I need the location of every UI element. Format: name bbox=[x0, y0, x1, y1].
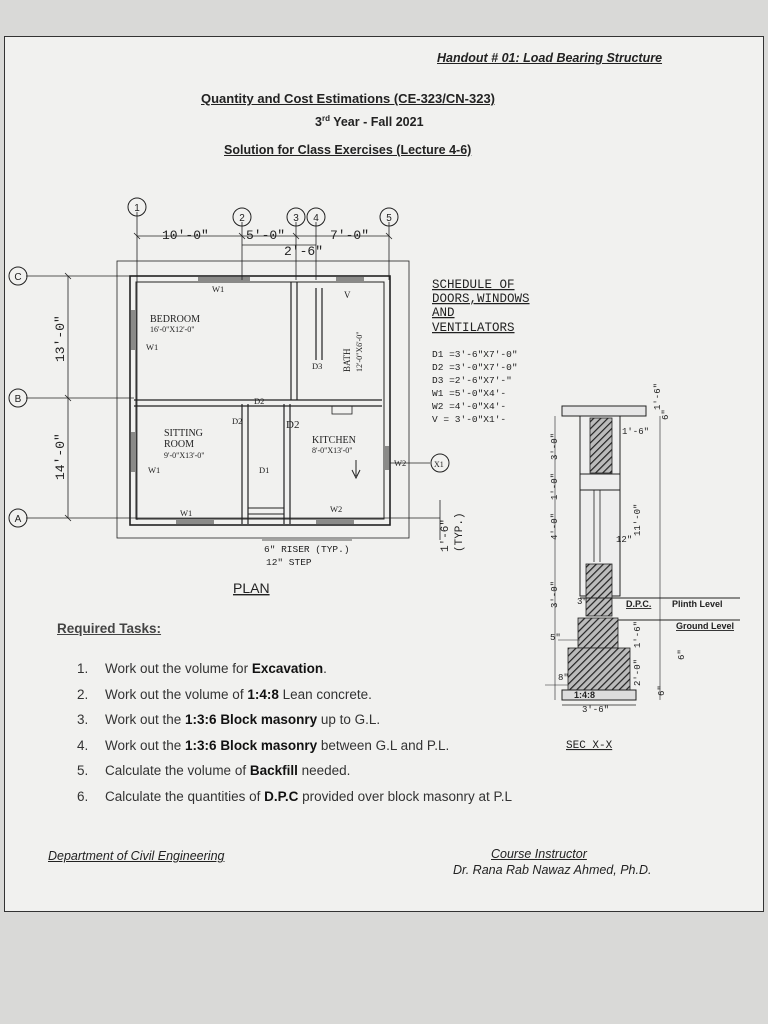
dim-5ft: 5'-0" bbox=[246, 228, 285, 243]
section-dim: 3'-0" bbox=[550, 433, 560, 460]
sitting-room-label-2: ROOM bbox=[164, 439, 194, 450]
schedule-item: D2 =3'-0"X7'-0" bbox=[432, 362, 518, 373]
schedule-item: W1 =5'-0"X4'- bbox=[432, 388, 506, 399]
bedroom-label: BEDROOM bbox=[150, 314, 200, 325]
window-w1-label: W1 bbox=[148, 465, 160, 475]
riser-note: 6" RISER (TYP.) bbox=[264, 544, 350, 555]
bedroom-size: 16'-0"X12'-0" bbox=[150, 325, 195, 334]
dim-14ft: 14'-0" bbox=[53, 433, 68, 480]
instructor-name: Dr. Rana Rab Nawaz Ahmed, Ph.D. bbox=[453, 863, 652, 877]
section-dim: 6" bbox=[657, 685, 667, 696]
schedule-title-2: DOORS,WINDOWS bbox=[432, 292, 530, 306]
grid-letter-label: C bbox=[14, 272, 21, 283]
bath-size: 12'-0"X6'-0" bbox=[355, 331, 364, 372]
solution-title: Solution for Class Exercises (Lecture 4-… bbox=[224, 143, 472, 157]
door-d2-label: D2 bbox=[286, 419, 299, 431]
section-dim: 1'-0" bbox=[550, 473, 560, 500]
section-dim: 12" bbox=[616, 535, 632, 545]
sitting-room-size: 9'-0"X13'-0" bbox=[164, 451, 205, 460]
required-tasks-heading: Required Tasks: bbox=[57, 621, 162, 636]
section-dim: 5" bbox=[550, 633, 561, 643]
sitting-room-label-1: SITTING bbox=[164, 428, 203, 439]
schedule-item: V = 3'-0"X1'- bbox=[432, 414, 506, 425]
section-dim: 4'-0" bbox=[550, 513, 560, 540]
grid-number-label: 5 bbox=[386, 213, 392, 224]
grid-number-label: 1 bbox=[134, 203, 140, 214]
schedule-block: SCHEDULE OF DOORS,WINDOWS AND VENTILATOR… bbox=[432, 278, 530, 425]
plinth-level-label: Plinth Level bbox=[672, 599, 723, 609]
year-suffix: rd bbox=[321, 114, 330, 123]
task-list: 1.Work out the volume for Excavation. 2.… bbox=[77, 659, 512, 813]
window-w2-label: W2 bbox=[330, 504, 342, 514]
grid-number-label: 2 bbox=[239, 213, 245, 224]
task-item: 1.Work out the volume for Excavation. bbox=[77, 661, 327, 676]
door-d2-label: D2 bbox=[254, 396, 264, 406]
grid-letter-label: A bbox=[15, 514, 22, 525]
plan-title: PLAN bbox=[233, 580, 270, 596]
section-dim: 8" bbox=[558, 673, 569, 683]
door-d3-label: D3 bbox=[312, 361, 322, 371]
bath-label: BATH bbox=[342, 348, 352, 372]
schedule-title-3: AND bbox=[432, 306, 455, 320]
schedule-title-4: VENTILATORS bbox=[432, 321, 515, 335]
window-w1-label: W1 bbox=[146, 342, 158, 352]
typ-note: (TYP.) bbox=[454, 512, 466, 552]
year-term: 3rd Year - Fall 2021 bbox=[315, 114, 424, 129]
door-d2-label: D2 bbox=[232, 416, 242, 426]
dim-7ft: 7'-0" bbox=[330, 228, 369, 243]
section-dim: 3" bbox=[577, 597, 588, 607]
section-dim: 2'-0" bbox=[633, 659, 643, 686]
year-number: 3 bbox=[315, 115, 322, 130]
section-labels: 1'-6" 12" 3'-6" 1'-6" 2'-0" 6" 8" 5" 3" … bbox=[550, 383, 734, 752]
course-title: Quantity and Cost Estimations (CE-323/CN… bbox=[201, 91, 495, 106]
grid-number-label: 3 bbox=[293, 213, 299, 224]
window-w1-label: W1 bbox=[180, 508, 192, 518]
task-item: 5.Calculate the volume of Backfill neede… bbox=[77, 763, 351, 779]
window-w1-label: W1 bbox=[212, 284, 224, 294]
department-name: Department of Civil Engineering bbox=[48, 849, 225, 863]
dpc-label: D.P.C. bbox=[626, 599, 651, 609]
task-item: 4.Work out the 1:3:6 Block masonry betwe… bbox=[77, 737, 450, 753]
section-dim: 6" bbox=[677, 649, 687, 660]
ventilator-label: V bbox=[344, 290, 351, 300]
window-w2-label: W2 bbox=[394, 458, 406, 468]
dim-10ft: 10'-0" bbox=[162, 228, 209, 243]
section-dim: 6" bbox=[661, 409, 671, 420]
task-item: 3.Work out the 1:3:6 Block masonry up to… bbox=[77, 712, 381, 728]
door-d1-label: D1 bbox=[259, 465, 269, 475]
section-dim: 1'-6" bbox=[633, 621, 643, 648]
dim-2ft6: 2'-6" bbox=[284, 244, 323, 259]
task-item: 2.Work out the volume of 1:4:8 Lean conc… bbox=[77, 686, 372, 702]
schedule-title-1: SCHEDULE OF bbox=[432, 278, 515, 292]
kitchen-label: KITCHEN bbox=[312, 435, 356, 446]
dim-13ft: 13'-0" bbox=[53, 315, 68, 362]
wall-section bbox=[545, 405, 740, 706]
kitchen-size: 8'-0"X13'-0" bbox=[312, 446, 353, 455]
typ-dim: 1'-6" bbox=[440, 519, 452, 552]
plan-labels: 1 2 3 4 5 C B A 10'-0" 5'-0" 7'-0" 2'-6"… bbox=[14, 203, 466, 596]
section-dim: 1'-6" bbox=[622, 427, 649, 437]
step-note: 12" STEP bbox=[266, 557, 312, 568]
schedule-item: D3 =2'-6"X7'-" bbox=[432, 375, 512, 386]
instructor-label: Course Instructor bbox=[491, 847, 587, 861]
section-title: SEC X-X bbox=[566, 740, 613, 752]
schedule-item: D1 =3'-6"X7'-0" bbox=[432, 349, 518, 360]
section-dim: 3'-6" bbox=[582, 705, 609, 715]
ground-level-label: Ground Level bbox=[676, 621, 734, 631]
lean-concrete-ratio: 1:4:8 bbox=[574, 690, 595, 700]
year-rest: Year - Fall 2021 bbox=[329, 115, 424, 130]
section-dim: 1'-6" bbox=[653, 383, 663, 410]
floor-plan bbox=[8, 197, 450, 541]
section-dim: 3'-0" bbox=[550, 581, 560, 608]
section-dim: 11'-0" bbox=[633, 504, 643, 536]
grid-letter-label: B bbox=[15, 394, 22, 405]
schedule-item: W2 =4'-0"X4'- bbox=[432, 401, 506, 412]
handout-title: Handout # 01: Load Bearing Structure bbox=[437, 51, 663, 65]
grid-number-label: 4 bbox=[313, 213, 319, 224]
section-marker-label: X1 bbox=[434, 460, 444, 469]
task-item: 6.Calculate the quantities of D.P.C prov… bbox=[77, 788, 512, 804]
